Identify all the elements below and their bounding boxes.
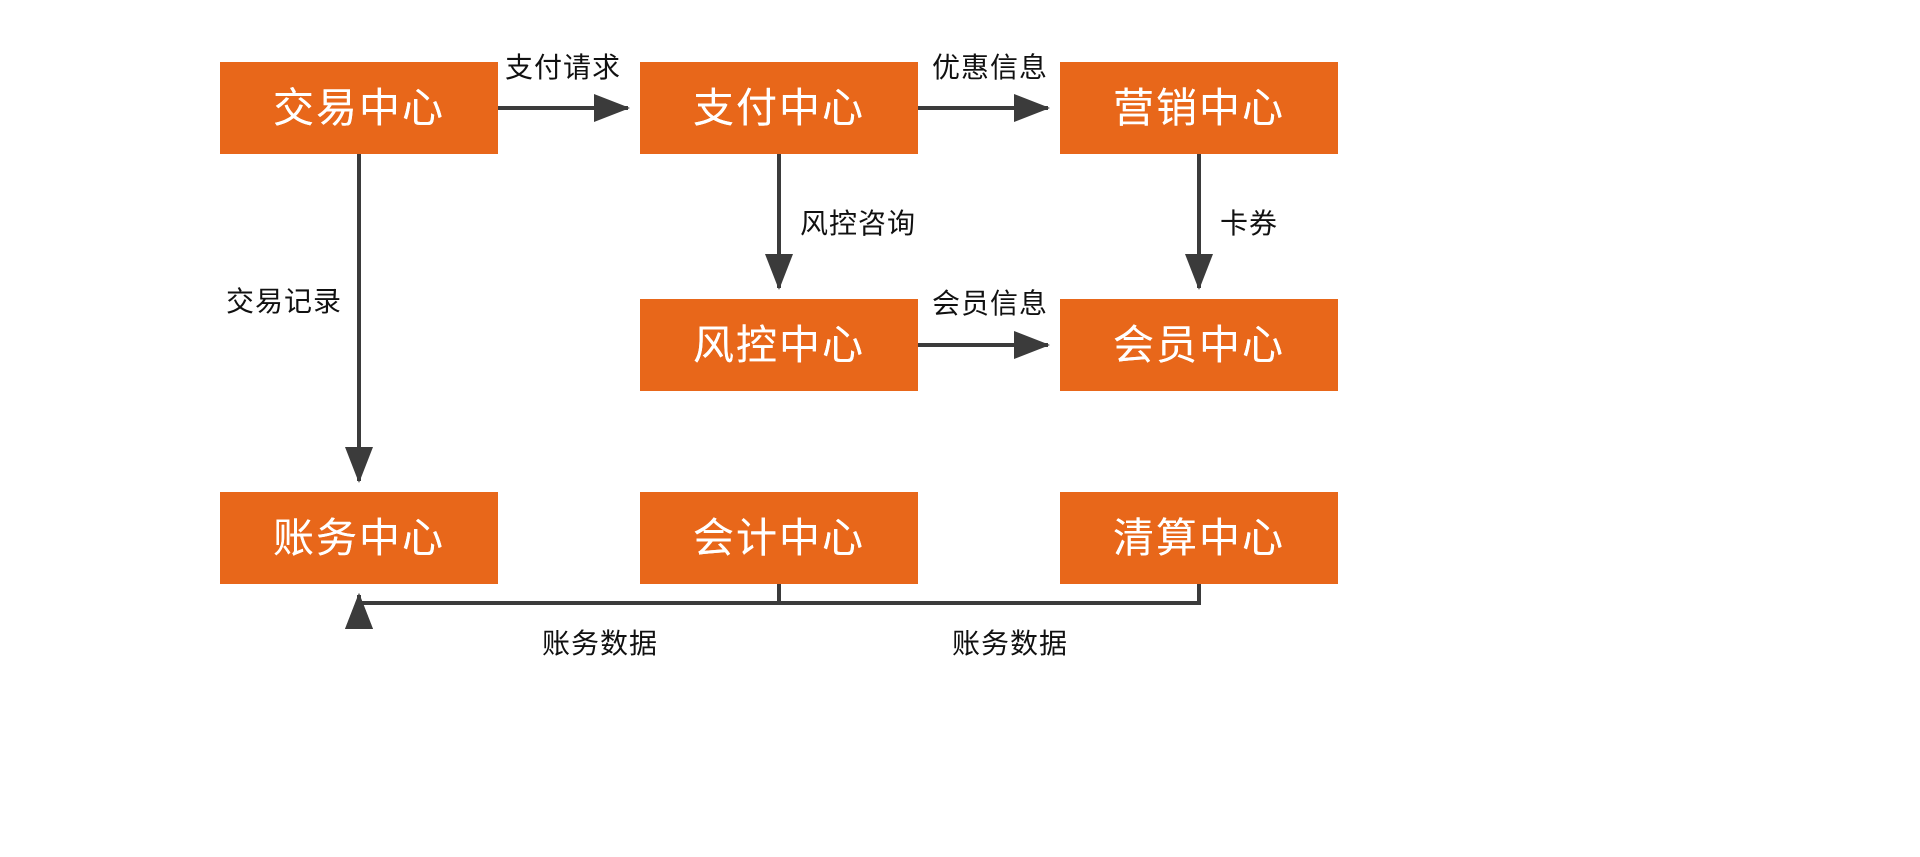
edge-accounting-to-finance [345, 584, 781, 629]
edge-label-finance-data-accounting: 账务数据 [541, 628, 659, 659]
node-label: 支付中心 [693, 84, 865, 131]
node-risk-control-center[interactable]: 风控中心 [640, 299, 918, 391]
edge-label-card-coupon: 卡券 [1220, 208, 1279, 239]
edge-settlement-to-finance [345, 584, 1201, 629]
node-label: 账务中心 [273, 514, 445, 561]
node-label: 风控中心 [693, 321, 865, 368]
node-payment-center[interactable]: 支付中心 [640, 62, 918, 154]
node-label: 营销中心 [1113, 84, 1285, 131]
edge-label-member-info: 会员信息 [931, 288, 1049, 319]
node-label: 会员中心 [1113, 321, 1285, 368]
node-finance-center[interactable]: 账务中心 [220, 492, 498, 584]
node-label: 清算中心 [1113, 514, 1285, 561]
edge-label-risk-consultation: 风控咨询 [800, 208, 917, 239]
node-accounting-center[interactable]: 会计中心 [640, 492, 918, 584]
edge-label-transaction-record: 交易记录 [226, 286, 343, 317]
edge-label-promotion-info: 优惠信息 [931, 52, 1049, 83]
node-member-center[interactable]: 会员中心 [1060, 299, 1338, 391]
node-settlement-center[interactable]: 清算中心 [1060, 492, 1338, 584]
node-label: 会计中心 [693, 514, 865, 561]
node-trade-center[interactable]: 交易中心 [220, 62, 498, 154]
edge-label-finance-data-settlement: 账务数据 [951, 628, 1069, 659]
node-marketing-center[interactable]: 营销中心 [1060, 62, 1338, 154]
edge-label-payment-request: 支付请求 [504, 52, 622, 83]
node-label: 交易中心 [273, 84, 445, 131]
